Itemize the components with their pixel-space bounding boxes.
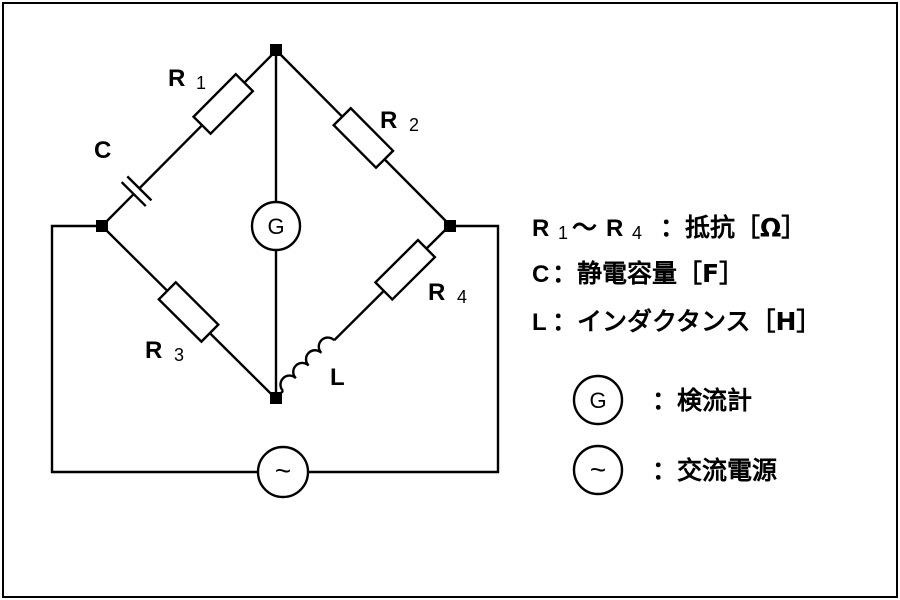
branch-r3 — [101, 225, 277, 400]
capacitor-plate — [120, 181, 147, 207]
legend-inductor: L ：インダクタンス［H］ — [532, 307, 821, 336]
svg-text:：静電容量［F］: ：静電容量［F］ — [552, 259, 744, 288]
svg-text:～: ～ — [572, 213, 597, 242]
svg-text:：交流電源: ：交流電源 — [652, 456, 777, 485]
resistor-r4 — [373, 238, 437, 302]
label-r4: R — [428, 279, 445, 306]
branch-l-r4 — [275, 224, 451, 399]
legend-galvanometer: G ：検流計 — [572, 374, 752, 426]
node-right — [444, 220, 456, 232]
label-r3: R — [145, 337, 162, 364]
svg-text:1: 1 — [558, 223, 568, 243]
wire-left-outer — [50, 224, 258, 474]
label-r1: R — [168, 65, 185, 92]
svg-text:~: ~ — [590, 454, 606, 485]
svg-text:：検流計: ：検流計 — [652, 386, 752, 415]
galvanometer-symbol: G — [250, 200, 302, 252]
branch-r2 — [275, 49, 451, 227]
svg-text:G: G — [267, 214, 284, 239]
label-r4-sub: 4 — [457, 287, 467, 307]
svg-text:G: G — [589, 388, 606, 413]
legend-ac-source: ~ ：交流電源 — [572, 444, 777, 496]
legend: R 1 ～ R 4 ：抵抗［Ω］ C ：静電容量［F］ L ：インダクタンス［H… — [532, 213, 821, 496]
svg-text:：インダクタンス［H］: ：インダクタンス［H］ — [552, 307, 821, 336]
resistor-r3 — [157, 280, 221, 344]
svg-text:：抵抗［Ω］: ：抵抗［Ω］ — [660, 213, 806, 242]
label-c: C — [94, 137, 111, 164]
galvanometer-icon — [572, 374, 624, 426]
node-top — [270, 44, 282, 56]
svg-text:L: L — [532, 309, 547, 336]
svg-text:R: R — [606, 215, 623, 242]
wire-right-outer — [308, 224, 500, 474]
label-r1-sub: 1 — [196, 73, 206, 93]
capacitor-plate — [126, 175, 153, 202]
node-left — [96, 220, 108, 232]
label-r2: R — [380, 107, 397, 134]
label-l: L — [330, 364, 345, 391]
ac-source-icon — [572, 444, 624, 496]
inductor-coil — [279, 336, 336, 392]
svg-text:~: ~ — [275, 455, 291, 486]
node-bottom — [270, 392, 282, 404]
label-r3-sub: 3 — [174, 345, 184, 365]
legend-capacitor: C ：静電容量［F］ — [532, 259, 744, 288]
svg-text:R: R — [532, 215, 549, 242]
ac-source-symbol: ~ — [256, 445, 310, 499]
svg-text:4: 4 — [632, 223, 642, 243]
svg-text:C: C — [532, 261, 549, 288]
legend-resistor: R 1 ～ R 4 ：抵抗［Ω］ — [532, 213, 806, 243]
label-r2-sub: 2 — [409, 115, 419, 135]
